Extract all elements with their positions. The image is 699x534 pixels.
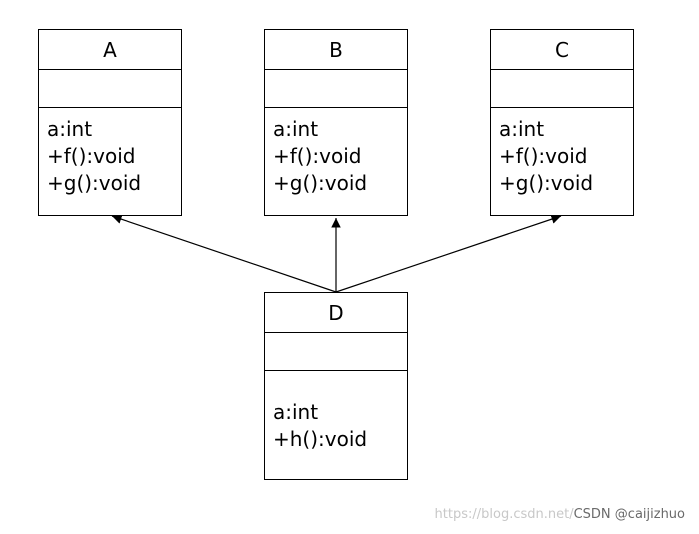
class-b: B a:int +f():void +g():void [264, 29, 408, 216]
class-a-attributes [39, 70, 181, 108]
class-d-name: D [265, 293, 407, 333]
class-b-member: +g():void [273, 171, 368, 195]
class-a-member: a:int [47, 117, 93, 141]
watermark: https://blog.csdn.net/CSDN @caijizhuo [435, 507, 685, 522]
class-c-attributes [491, 70, 633, 108]
class-c: C a:int +f():void +g():void [490, 29, 634, 216]
class-b-member: a:int [273, 117, 319, 141]
class-d-attributes [265, 333, 407, 371]
class-b-operations: a:int +f():void +g():void [265, 108, 407, 205]
class-c-member: a:int [499, 117, 545, 141]
class-d-member: +h():void [273, 427, 368, 451]
class-a-operations: a:int +f():void +g():void [39, 108, 181, 205]
class-c-name: C [491, 30, 633, 70]
edge-d-to-c [335, 214, 562, 293]
class-a-member: +g():void [47, 171, 142, 195]
class-a-member: +f():void [47, 144, 136, 168]
class-d: D a:int +h():void [264, 292, 408, 480]
class-c-operations: a:int +f():void +g():void [491, 108, 633, 205]
edge-d-to-a [111, 214, 337, 293]
class-b-name: B [265, 30, 407, 70]
class-c-member: +g():void [499, 171, 594, 195]
class-a: A a:int +f():void +g():void [38, 29, 182, 216]
class-c-member: +f():void [499, 144, 588, 168]
class-d-operations: a:int +h():void [265, 371, 407, 461]
watermark-author: CSDN @caijizhuo [573, 507, 685, 522]
class-b-member: +f():void [273, 144, 362, 168]
watermark-url: https://blog.csdn.net/ [434, 507, 574, 522]
class-d-member: a:int [273, 400, 319, 424]
class-a-name: A [39, 30, 181, 70]
class-b-attributes [265, 70, 407, 108]
